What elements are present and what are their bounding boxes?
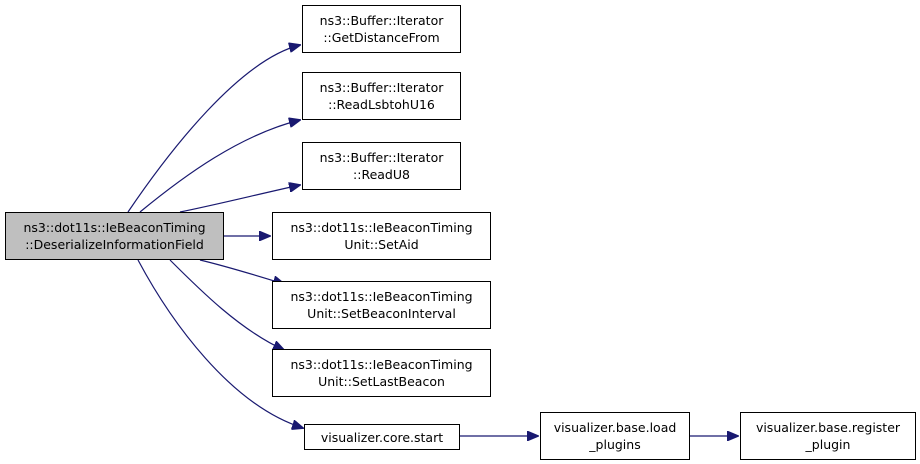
node-label-line1: visualizer.core.start xyxy=(320,429,444,445)
edge-to-set-last-beacon xyxy=(169,259,284,350)
root-node-line1: ns3::dot11s::IeBeaconTiming xyxy=(23,220,206,235)
node-label-line2: _plugins xyxy=(589,437,641,452)
root-node-line2: ::DeserializeInformationField xyxy=(25,237,204,252)
edge-to-read-u8 xyxy=(179,185,300,213)
node-set-aid[interactable]: ns3::dot11s::IeBeaconTiming Unit::SetAid xyxy=(272,212,491,260)
node-label-line2: Unit::SetAid xyxy=(344,237,419,252)
node-label-line2: _plugin xyxy=(805,437,851,452)
node-label-line2: ::GetDistanceFrom xyxy=(323,30,440,45)
node-label-line1: ns3::Buffer::Iterator xyxy=(319,13,444,28)
node-read-u8[interactable]: ns3::Buffer::Iterator ::ReadU8 xyxy=(302,142,461,190)
edge-to-get-distance-from xyxy=(127,45,300,213)
node-label-line2: ::ReadU8 xyxy=(353,167,410,182)
node-register-plugin[interactable]: visualizer.base.register _plugin xyxy=(740,412,916,460)
node-label-line1: visualizer.base.load xyxy=(553,420,677,435)
node-label-line1: ns3::Buffer::Iterator xyxy=(319,150,444,165)
node-set-beacon-interval[interactable]: ns3::dot11s::IeBeaconTiming Unit::SetBea… xyxy=(272,281,491,329)
node-label-line1: visualizer.base.register xyxy=(755,420,901,435)
node-label-line1: ns3::dot11s::IeBeaconTiming xyxy=(290,289,473,304)
node-label-line1: ns3::dot11s::IeBeaconTiming xyxy=(290,357,473,372)
node-label-line2: Unit::SetLastBeacon xyxy=(318,374,445,389)
node-label-line2: Unit::SetBeaconInterval xyxy=(307,306,456,321)
root-node-deserialize-information-field: ns3::dot11s::IeBeaconTiming ::Deserializ… xyxy=(5,212,224,260)
node-label-line1: ns3::Buffer::Iterator xyxy=(319,80,444,95)
node-label-line2: ::ReadLsbtohU16 xyxy=(328,97,435,112)
edge-to-read-lsbtoh-u16 xyxy=(139,120,300,213)
node-load-plugins[interactable]: visualizer.base.load _plugins xyxy=(540,412,690,460)
node-label-line1: ns3::dot11s::IeBeaconTiming xyxy=(290,220,473,235)
node-get-distance-from[interactable]: ns3::Buffer::Iterator ::GetDistanceFrom xyxy=(302,5,461,53)
node-set-last-beacon[interactable]: ns3::dot11s::IeBeaconTiming Unit::SetLas… xyxy=(272,349,491,397)
node-visualizer-core-start[interactable]: visualizer.core.start xyxy=(304,424,460,450)
node-read-lsbtoh-u16[interactable]: ns3::Buffer::Iterator ::ReadLsbtohU16 xyxy=(302,72,461,120)
edge-to-visualizer-core-start xyxy=(137,259,303,428)
